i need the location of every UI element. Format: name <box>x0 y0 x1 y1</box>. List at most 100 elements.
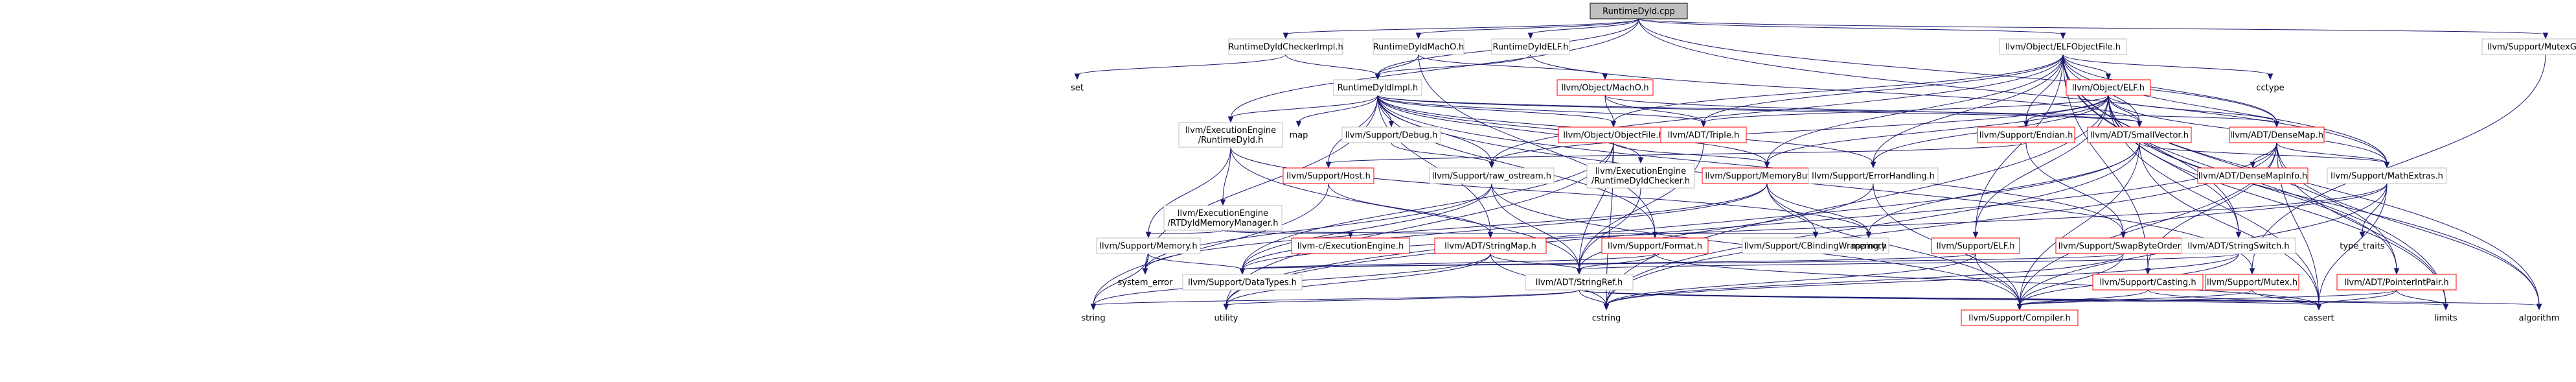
node-ee_rtdyld[interactable]: llvm/ExecutionEngine/RuntimeDyld.h <box>1178 122 1283 148</box>
node-stringmap[interactable]: llvm/ADT/StringMap.h <box>1434 237 1547 254</box>
arrowhead-smallvector <box>2136 121 2143 128</box>
edge-memory_h-to-string <box>1093 253 1149 306</box>
node-label: llvm/ExecutionEngine <box>1185 126 1276 136</box>
node-limits: limits <box>2434 314 2457 324</box>
node-mutexguard[interactable]: llvm/Support/MutexGuard.h <box>2481 38 2576 55</box>
edge-elf_h-to-impl <box>1377 54 1531 76</box>
arrowhead-cstring <box>1603 304 1610 311</box>
edge-densemap-to-mathextras <box>2276 142 2388 164</box>
edge-elfobj-to-objelf <box>2062 54 2109 76</box>
node-label: system_error <box>1118 278 1174 288</box>
arrowhead-set <box>1074 73 1080 80</box>
node-label: llvm/ADT/DenseMap.h <box>2230 131 2323 141</box>
node-errorhandling[interactable]: llvm/Support/ErrorHandling.h <box>1808 167 1939 184</box>
node-label: llvm/ExecutionEngine <box>1595 167 1686 176</box>
node-elfobj[interactable]: llvm/Object/ELFObjectFile.h <box>1999 38 2127 55</box>
node-checkerimpl[interactable]: RuntimeDyldCheckerImpl.h <box>1228 38 1343 55</box>
node-box <box>1601 237 1709 254</box>
node-box <box>1373 38 1465 55</box>
node-box <box>2087 126 2192 143</box>
node-label: /RuntimeDyldChecker.h <box>1591 176 1690 186</box>
arrowhead-objmacho <box>1602 73 1608 80</box>
node-label: llvm/Support/MathExtras.h <box>2331 172 2443 182</box>
node-box <box>1742 237 1889 254</box>
dependency-edges <box>1074 18 2549 311</box>
node-c_ee[interactable]: llvm-c/ExecutionEngine.h <box>1291 237 1410 254</box>
edge-root-to-macho_h <box>1418 18 1639 35</box>
node-map: map <box>1290 131 1308 141</box>
node-mutex[interactable]: llvm/Support/Mutex.h <box>2205 274 2299 291</box>
node-label: llvm/Support/Mutex.h <box>2207 278 2297 288</box>
node-objmacho[interactable]: llvm/Object/MachO.h <box>1556 79 1654 96</box>
edge-host-to-stringmap <box>1328 183 1491 234</box>
arrowhead-memory_h <box>1145 232 1152 239</box>
node-root[interactable]: RuntimeDyld.cpp <box>1590 3 1688 19</box>
edge-root-to-elfobj <box>1638 18 2064 35</box>
node-densemap[interactable]: llvm/ADT/DenseMap.h <box>2229 126 2325 143</box>
node-label: llvm/ADT/DenseMapInfo.h <box>2198 172 2307 182</box>
node-label: llvm/Object/ObjectFile.h <box>1563 131 1663 141</box>
node-supelf[interactable]: llvm/Support/ELF.h <box>1931 237 2020 254</box>
node-impl[interactable]: RuntimeDyldImpl.h <box>1333 79 1422 96</box>
arrowhead-host <box>1325 161 1332 169</box>
arrowhead-cctype <box>2267 73 2274 80</box>
edge-swapbyte-to-datatypes <box>1242 253 2124 270</box>
node-box <box>1096 237 1201 254</box>
node-smallvector[interactable]: llvm/ADT/SmallVector.h <box>2087 126 2192 143</box>
node-box <box>1182 274 1303 291</box>
arrowhead-stringref <box>1576 268 1582 275</box>
node-label: llvm/Support/SwapByteOrder.h <box>2058 242 2189 252</box>
edge-smallvector-to-cassert <box>2139 142 2320 306</box>
node-box <box>1961 309 2079 326</box>
node-label: llvm/Support/Memory.h <box>1099 242 1197 252</box>
edge-swapbyte-to-compiler <box>2019 253 2124 306</box>
node-memory_h[interactable]: llvm/Support/Memory.h <box>1096 237 1201 254</box>
node-box <box>2197 167 2308 184</box>
node-label: llvm/Support/Endian.h <box>1979 131 2073 141</box>
node-label: llvm/Support/DataTypes.h <box>1188 278 1297 288</box>
node-objelf[interactable]: llvm/Object/ELF.h <box>2066 79 2151 96</box>
node-box <box>1291 237 1410 254</box>
arrowhead-ee_checker <box>1637 157 1644 164</box>
node-label: llvm/ADT/SmallVector.h <box>2090 131 2189 141</box>
node-macho_h[interactable]: RuntimeDyldMachO.h <box>1373 38 1465 55</box>
node-endian[interactable]: llvm/Support/Endian.h <box>1977 126 2075 143</box>
node-cbinding[interactable]: llvm/Support/CBindingWrapping.h <box>1742 237 1889 254</box>
edge-objelf-to-stringswitch <box>2108 95 2239 234</box>
node-casting[interactable]: llvm/Support/Casting.h <box>2092 274 2204 291</box>
node-elf_h[interactable]: RuntimeDyldELF.h <box>1491 38 1570 55</box>
node-mathextras[interactable]: llvm/Support/MathExtras.h <box>2327 167 2447 184</box>
node-type_traits: type_traits <box>2340 242 2385 252</box>
node-box <box>2205 274 2299 291</box>
node-debug[interactable]: llvm/Support/Debug.h <box>1341 126 1441 143</box>
node-rawostream[interactable]: llvm/Support/raw_ostream.h <box>1429 167 1555 184</box>
node-box <box>1163 205 1282 231</box>
node-densemapinfo[interactable]: llvm/ADT/DenseMapInfo.h <box>2197 167 2308 184</box>
node-format[interactable]: llvm/Support/Format.h <box>1601 237 1709 254</box>
node-datatypes[interactable]: llvm/Support/DataTypes.h <box>1182 274 1303 291</box>
node-label: llvm/Support/Host.h <box>1286 172 1371 182</box>
node-swapbyte[interactable]: llvm/Support/SwapByteOrder.h <box>2055 237 2191 254</box>
node-label: utility <box>1214 314 1238 324</box>
node-box <box>1977 126 2075 143</box>
edge-objelf-to-rawostream <box>1491 95 2109 164</box>
node-ee_memmgr[interactable]: llvm/ExecutionEngine/RTDyldMemoryManager… <box>1163 205 1282 231</box>
node-compiler[interactable]: llvm/Support/Compiler.h <box>1961 309 2079 326</box>
node-ee_checker[interactable]: llvm/ExecutionEngine/RuntimeDyldChecker.… <box>1586 163 1695 189</box>
node-pointerintpair[interactable]: llvm/ADT/PointerIntPair.h <box>2336 274 2457 291</box>
node-triple[interactable]: llvm/ADT/Triple.h <box>1660 126 1747 143</box>
node-box <box>1178 122 1283 148</box>
node-host[interactable]: llvm/Support/Host.h <box>1282 167 1374 184</box>
edge-memorybuffer-to-cbinding <box>1766 183 1816 234</box>
node-objectfile[interactable]: llvm/Object/ObjectFile.h <box>1558 126 1669 143</box>
arrowhead-utility <box>1223 304 1229 311</box>
edge-root-to-densemap <box>1638 18 2277 123</box>
node-box <box>2092 274 2204 291</box>
edge-triple-to-stringref <box>1579 142 1704 270</box>
node-stringswitch[interactable]: llvm/ADT/StringSwitch.h <box>2181 237 2296 254</box>
edge-ee_memmgr-to-cbinding <box>1222 230 1816 234</box>
edge-stringmap-to-stringref <box>1490 253 1580 270</box>
edge-elfobj-to-errorhandling <box>1873 54 2064 164</box>
node-stringref[interactable]: llvm/ADT/StringRef.h <box>1525 274 1634 291</box>
edge-objelf-to-densemap <box>2108 95 2277 123</box>
